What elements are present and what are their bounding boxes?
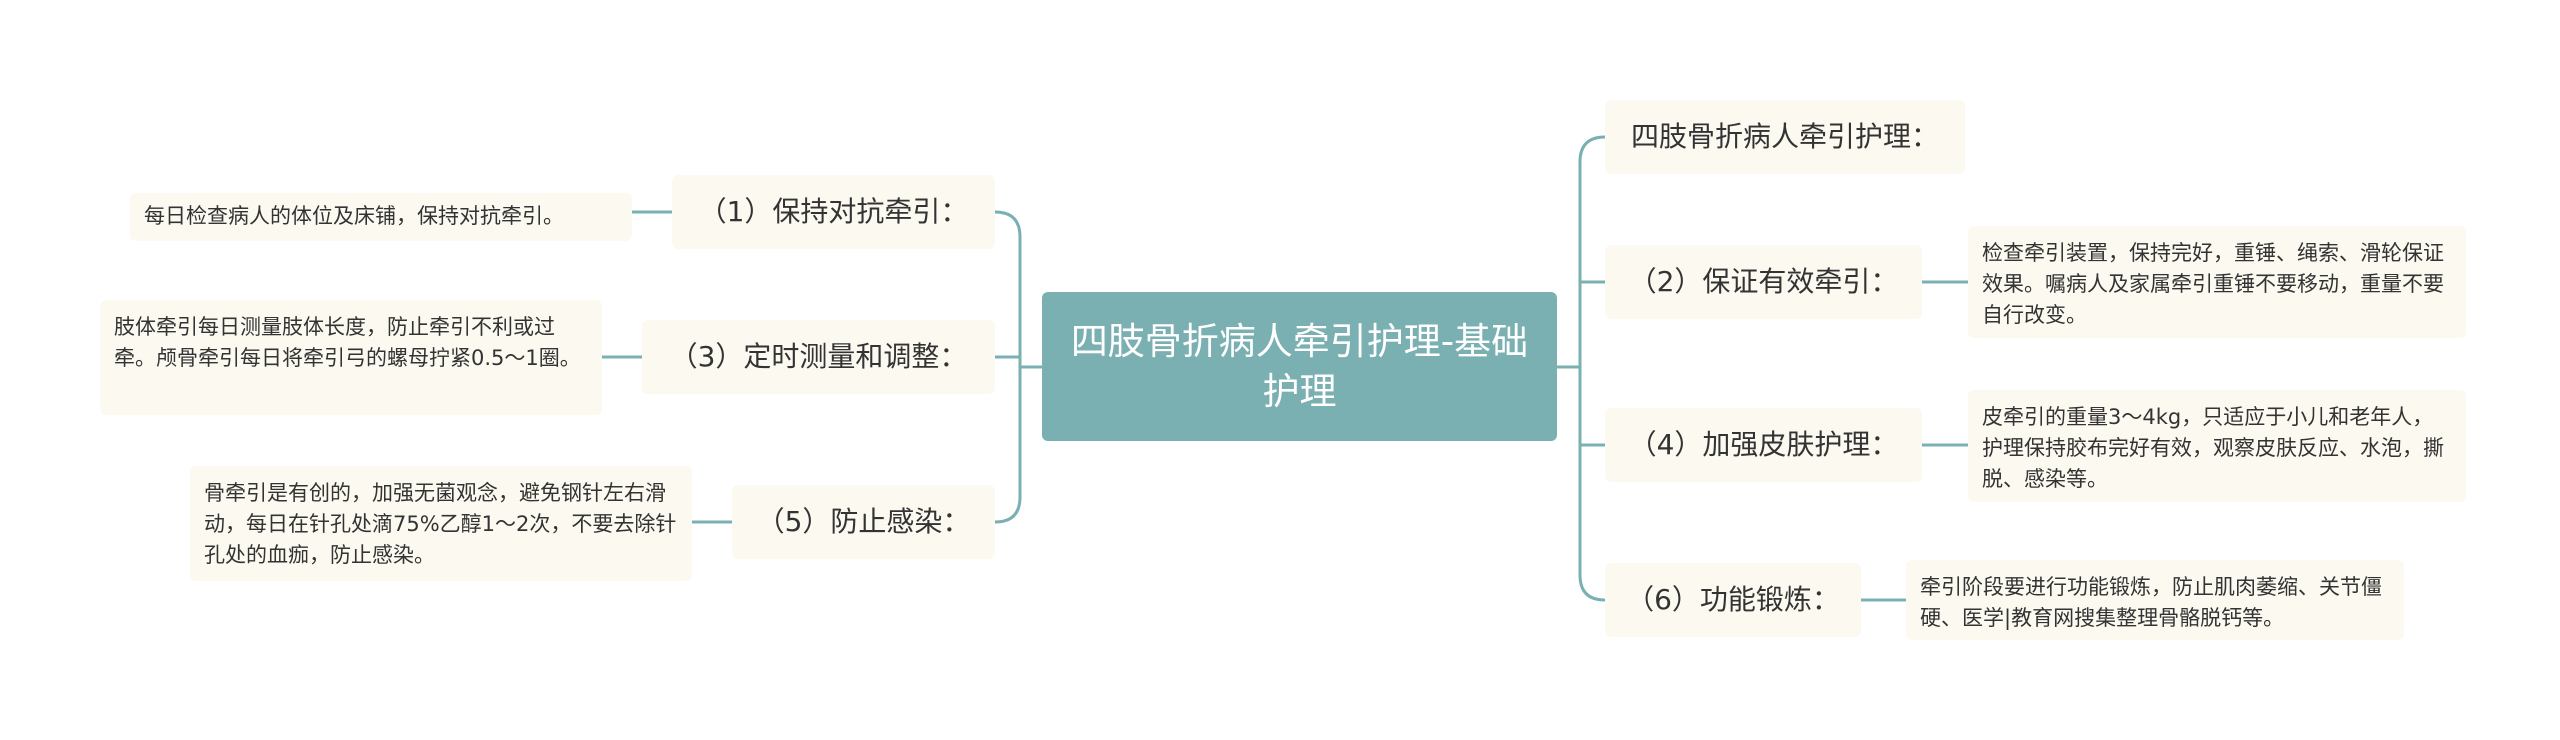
branch-4-label: （4）加强皮肤护理：	[1628, 428, 1899, 461]
branch-node-3[interactable]: （3）定时测量和调整：	[642, 320, 995, 394]
branch-node-1[interactable]: （1）保持对抗牵引：	[672, 175, 995, 249]
detail-5-text: 骨牵引是有创的，加强无菌观念，避免钢针左右滑动，每日在针孔处滴75%乙醇1～2次…	[204, 481, 677, 567]
right-header-node[interactable]: 四肢骨折病人牵引护理：	[1605, 100, 1965, 174]
root-topic[interactable]: 四肢骨折病人牵引护理-基础护理	[1042, 292, 1557, 441]
detail-node-1[interactable]: 每日检查病人的体位及床铺，保持对抗牵引。	[130, 193, 632, 241]
detail-node-6[interactable]: 牵引阶段要进行功能锻炼，防止肌肉萎缩、关节僵硬、医学|教育网搜集整理骨骼脱钙等。	[1906, 560, 2404, 640]
branch-2-label: （2）保证有效牵引：	[1628, 265, 1899, 298]
detail-node-5[interactable]: 骨牵引是有创的，加强无菌观念，避免钢针左右滑动，每日在针孔处滴75%乙醇1～2次…	[190, 466, 692, 581]
branch-6-label: （6）功能锻炼：	[1626, 583, 1840, 616]
detail-node-4[interactable]: 皮牵引的重量3～4kg，只适应于小儿和老年人，护理保持胶布完好有效，观察皮肤反应…	[1968, 390, 2466, 502]
connector-left-trunk	[993, 210, 1022, 524]
branch-node-5[interactable]: （5）防止感染：	[732, 485, 995, 559]
detail-1-text: 每日检查病人的体位及床铺，保持对抗牵引。	[144, 204, 564, 228]
branch-node-2[interactable]: （2）保证有效牵引：	[1605, 245, 1922, 319]
branch-3-label: （3）定时测量和调整：	[669, 340, 968, 373]
detail-node-3[interactable]: 肢体牵引每日测量肢体长度，防止牵引不利或过牵。颅骨牵引每日将牵引弓的螺母拧紧0.…	[100, 300, 602, 415]
branch-node-6[interactable]: （6）功能锻炼：	[1605, 563, 1861, 637]
branch-1-label: （1）保持对抗牵引：	[698, 195, 969, 228]
detail-node-2[interactable]: 检查牵引装置，保持完好，重锤、绳索、滑轮保证效果。嘱病人及家属牵引重锤不要移动，…	[1968, 226, 2466, 338]
right-header-label: 四肢骨折病人牵引护理：	[1630, 120, 1939, 153]
root-title: 四肢骨折病人牵引护理-基础护理	[1070, 319, 1529, 413]
detail-3-text: 肢体牵引每日测量肢体长度，防止牵引不利或过牵。颅骨牵引每日将牵引弓的螺母拧紧0.…	[114, 315, 581, 370]
detail-4-text: 皮牵引的重量3～4kg，只适应于小儿和老年人，护理保持胶布完好有效，观察皮肤反应…	[1982, 405, 2444, 491]
connector-right-trunk	[1578, 135, 1607, 602]
detail-2-text: 检查牵引装置，保持完好，重锤、绳索、滑轮保证效果。嘱病人及家属牵引重锤不要移动，…	[1982, 241, 2444, 327]
branch-node-4[interactable]: （4）加强皮肤护理：	[1605, 408, 1922, 482]
branch-5-label: （5）防止感染：	[756, 505, 971, 538]
detail-6-text: 牵引阶段要进行功能锻炼，防止肌肉萎缩、关节僵硬、医学|教育网搜集整理骨骼脱钙等。	[1920, 575, 2382, 630]
